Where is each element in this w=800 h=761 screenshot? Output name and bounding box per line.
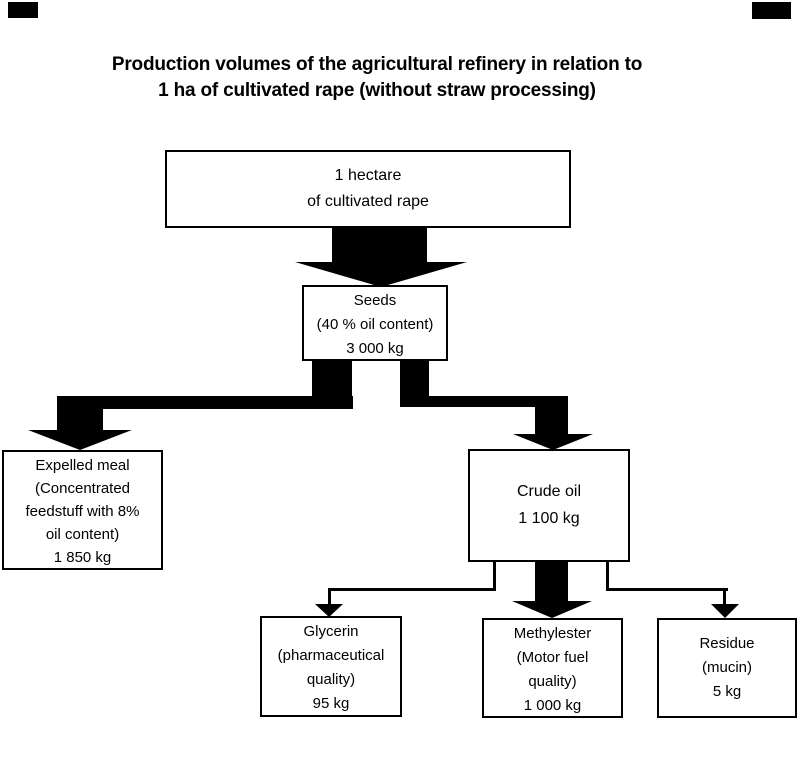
node-glycerin-line: Glycerin xyxy=(303,623,359,640)
node-expelled-meal-line: oil content) xyxy=(45,526,120,543)
node-methylester-line: 1 000 kg xyxy=(523,697,582,714)
node-methylester-line: quality) xyxy=(528,673,577,690)
arrow-seeds-to-crude-head-icon xyxy=(513,434,593,450)
node-methylester: Methylester (Motor fuel quality) 1 000 k… xyxy=(482,618,623,718)
arrow-seeds-to-expelled-drop xyxy=(57,396,103,432)
line-crude-to-residue-vertical xyxy=(606,562,609,591)
node-hectare-line: 1 hectare xyxy=(334,167,402,184)
node-expelled-meal-line: (Concentrated xyxy=(34,480,131,497)
line-crude-to-glycerin-vertical xyxy=(493,562,496,591)
node-crude-oil-line: 1 100 kg xyxy=(518,510,580,527)
line-crude-to-glycerin-horizontal xyxy=(328,588,496,591)
diagram-title: Production volumes of the agricultural r… xyxy=(0,52,754,104)
arrow-seeds-to-crude-drop xyxy=(535,396,568,436)
node-residue-line: (mucin) xyxy=(701,659,752,676)
scan-artifact-top-right xyxy=(752,2,791,19)
node-crude-oil: Crude oil 1 100 kg xyxy=(468,449,630,562)
node-hectare-line: of cultivated rape xyxy=(307,193,429,210)
node-glycerin-line: 95 kg xyxy=(312,695,350,712)
line-crude-to-glycerin-drop xyxy=(328,588,331,607)
line-crude-to-glycerin-head-icon xyxy=(315,604,343,617)
node-expelled-meal-line: feedstuff with 8% xyxy=(25,503,140,520)
diagram-title-line1: Production volumes of the agricultural r… xyxy=(111,54,643,75)
line-crude-to-residue-drop xyxy=(723,588,726,607)
arrow-crude-to-methylester-stem xyxy=(535,562,568,603)
node-expelled-meal-line: 1 850 kg xyxy=(53,549,112,566)
line-crude-to-residue-head-icon xyxy=(711,604,739,618)
node-expelled-meal-line: Expelled meal xyxy=(35,457,130,474)
node-seeds: Seeds (40 % oil content) 3 000 kg xyxy=(302,285,448,361)
arrow-crude-to-methylester-head-icon xyxy=(512,601,592,618)
diagram-title-line2: 1 ha of cultivated rape (without straw p… xyxy=(158,80,596,101)
node-crude-oil-line: Crude oil xyxy=(516,483,582,500)
line-crude-to-residue-horizontal xyxy=(606,588,728,591)
node-methylester-line: Methylester xyxy=(513,625,592,642)
scan-artifact-top-left xyxy=(8,2,38,18)
arrow-seeds-to-expelled-head-icon xyxy=(28,430,132,450)
node-residue-line: Residue xyxy=(699,635,755,652)
arrow-seeds-to-expelled-horizontal xyxy=(57,396,353,409)
node-glycerin: Glycerin (pharmaceutical quality) 95 kg xyxy=(260,616,402,717)
arrow-hectare-to-seeds-head-icon xyxy=(295,262,467,287)
arrow-seeds-to-crude-horizontal xyxy=(400,396,568,407)
node-glycerin-line: quality) xyxy=(306,671,356,688)
node-glycerin-line: (pharmaceutical xyxy=(277,647,385,664)
node-residue-line: 5 kg xyxy=(712,683,742,700)
node-hectare: 1 hectare of cultivated rape xyxy=(165,150,571,228)
node-seeds-line: Seeds xyxy=(353,292,397,309)
arrow-hectare-to-seeds-stem xyxy=(332,228,427,264)
node-expelled-meal: Expelled meal (Concentrated feedstuff wi… xyxy=(2,450,163,570)
node-residue: Residue (mucin) 5 kg xyxy=(657,618,797,718)
node-seeds-line: (40 % oil content) xyxy=(316,316,434,333)
node-methylester-line: (Motor fuel xyxy=(516,649,589,666)
node-seeds-line: 3 000 kg xyxy=(346,340,404,357)
